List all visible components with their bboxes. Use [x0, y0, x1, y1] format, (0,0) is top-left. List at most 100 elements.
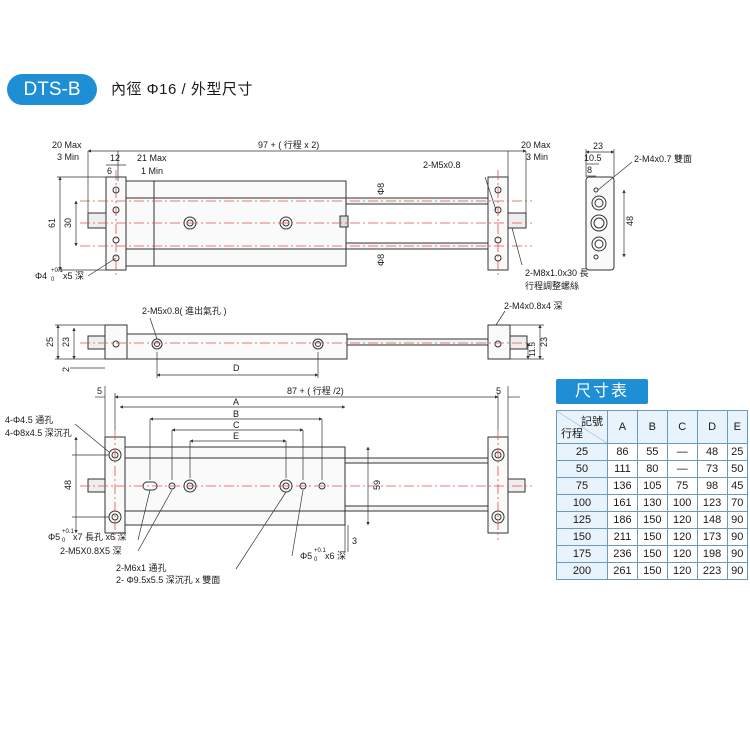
- svg-text:A: A: [233, 397, 239, 407]
- value-cell: 198: [696, 545, 728, 563]
- svg-text:2-M8x1.0x30 長: 2-M8x1.0x30 長: [525, 268, 589, 278]
- value-cell: 70: [726, 494, 748, 512]
- svg-text:97 + ( 行程 x 2): 97 + ( 行程 x 2): [258, 139, 319, 150]
- front-view-labels: 20 Max 3 Min 12 6 21 Max 1 Min 97 + ( 行程…: [35, 139, 589, 291]
- svg-text:2-M6x1 通孔: 2-M6x1 通孔: [116, 563, 167, 573]
- svg-text:2-M5X0.8X5 深: 2-M5X0.8X5 深: [60, 546, 122, 556]
- value-cell: 90: [726, 528, 748, 546]
- svg-text:0: 0: [314, 557, 318, 563]
- bottom-view-dimensions: [72, 386, 520, 570]
- value-cell: 148: [696, 511, 728, 529]
- svg-text:3 Min: 3 Min: [57, 152, 79, 162]
- value-cell: 98: [696, 477, 728, 495]
- value-cell: 186: [607, 511, 638, 529]
- side-view-dimensions: [55, 310, 544, 378]
- value-cell: 150: [636, 528, 668, 546]
- svg-text:20 Max: 20 Max: [521, 140, 551, 150]
- value-cell: 173: [696, 528, 728, 546]
- stroke-cell: 125: [556, 511, 608, 529]
- svg-text:48: 48: [625, 216, 635, 226]
- stroke-cell: 100: [556, 494, 608, 512]
- model-badge: DTS-B: [7, 74, 97, 105]
- value-cell: 25: [726, 443, 748, 461]
- svg-text:+0.1: +0.1: [314, 548, 327, 554]
- svg-text:B: B: [233, 409, 239, 419]
- bottom-view-centerlines: [80, 430, 532, 540]
- svg-text:59: 59: [372, 480, 382, 490]
- value-cell: 90: [726, 562, 748, 580]
- svg-text:D: D: [233, 363, 240, 373]
- stroke-cell: 200: [556, 562, 608, 580]
- svg-text:2- Φ9.5x5.5 深沉孔 x 雙面: 2- Φ9.5x5.5 深沉孔 x 雙面: [116, 574, 220, 585]
- value-cell: 150: [636, 562, 668, 580]
- value-cell: 111: [607, 460, 638, 478]
- value-cell: 120: [666, 545, 698, 563]
- value-cell: 236: [607, 545, 638, 563]
- value-cell: 73: [696, 460, 728, 478]
- svg-text:2: 2: [61, 367, 71, 372]
- column-header: B: [636, 410, 668, 444]
- svg-text:10.5: 10.5: [584, 153, 602, 163]
- value-cell: —: [666, 443, 698, 461]
- svg-text:2-M4x0.7 雙面: 2-M4x0.7 雙面: [634, 153, 692, 164]
- stroke-cell: 25: [556, 443, 608, 461]
- svg-text:C: C: [233, 420, 240, 430]
- value-cell: —: [666, 460, 698, 478]
- value-cell: 90: [726, 511, 748, 529]
- svg-text:Φ5: Φ5: [48, 532, 60, 542]
- value-cell: 120: [666, 511, 698, 529]
- column-header: A: [607, 410, 638, 444]
- value-cell: 86: [607, 443, 638, 461]
- side-view-labels: 2-M5x0.8( 進出氣孔 ) 2-M4x0.8x4 深 25 23 2 D …: [45, 301, 563, 373]
- value-cell: 105: [636, 477, 668, 495]
- svg-text:0: 0: [62, 538, 66, 544]
- value-cell: 130: [636, 494, 668, 512]
- svg-text:行程調整螺絲: 行程調整螺絲: [525, 280, 579, 291]
- svg-text:30: 30: [63, 218, 73, 228]
- stroke-cell: 50: [556, 460, 608, 478]
- svg-text:11.5: 11.5: [528, 341, 537, 357]
- svg-text:x7 長孔 x6 深: x7 長孔 x6 深: [73, 532, 127, 542]
- svg-text:8: 8: [587, 165, 592, 175]
- front-view-centerlines: [80, 170, 532, 276]
- svg-text:4-Φ4.5 通孔: 4-Φ4.5 通孔: [5, 415, 53, 425]
- dimension-table-header-row: 記號 行程 A B C D E: [556, 410, 748, 444]
- svg-text:E: E: [233, 431, 239, 441]
- svg-text:21 Max: 21 Max: [137, 153, 167, 163]
- page-title: 內徑 Φ16 / 外型尺寸: [111, 81, 253, 98]
- svg-text:2-M4x0.8x4 深: 2-M4x0.8x4 深: [504, 301, 563, 311]
- stroke-cell: 75: [556, 477, 608, 495]
- svg-text:23: 23: [593, 141, 603, 151]
- table-corner-header: 記號 行程: [556, 410, 608, 444]
- stroke-cell: 175: [556, 545, 608, 563]
- end-view-labels: 23 10.5 8 48 2-M4x0.7 雙面: [584, 141, 692, 226]
- svg-text:25: 25: [45, 337, 55, 347]
- corner-stroke-label: 行程: [561, 428, 583, 440]
- svg-text:6: 6: [107, 166, 112, 176]
- svg-text:Φ8: Φ8: [376, 254, 386, 266]
- svg-text:20 Max: 20 Max: [52, 140, 82, 150]
- svg-text:Φ8: Φ8: [376, 183, 386, 195]
- stroke-cell: 150: [556, 528, 608, 546]
- value-cell: 75: [666, 477, 698, 495]
- value-cell: 55: [636, 443, 668, 461]
- value-cell: 48: [696, 443, 728, 461]
- svg-text:5: 5: [97, 386, 102, 396]
- value-cell: 100: [666, 494, 698, 512]
- value-cell: 161: [607, 494, 638, 512]
- svg-text:+0.1: +0.1: [62, 529, 75, 535]
- svg-text:23: 23: [61, 337, 71, 347]
- svg-text:x5 深: x5 深: [63, 271, 84, 281]
- value-cell: 150: [636, 511, 668, 529]
- front-view-dimensions: [57, 149, 527, 277]
- svg-text:3: 3: [352, 536, 357, 546]
- column-header: E: [726, 410, 748, 444]
- svg-text:x6 深: x6 深: [325, 551, 346, 561]
- svg-text:1 Min: 1 Min: [141, 166, 163, 176]
